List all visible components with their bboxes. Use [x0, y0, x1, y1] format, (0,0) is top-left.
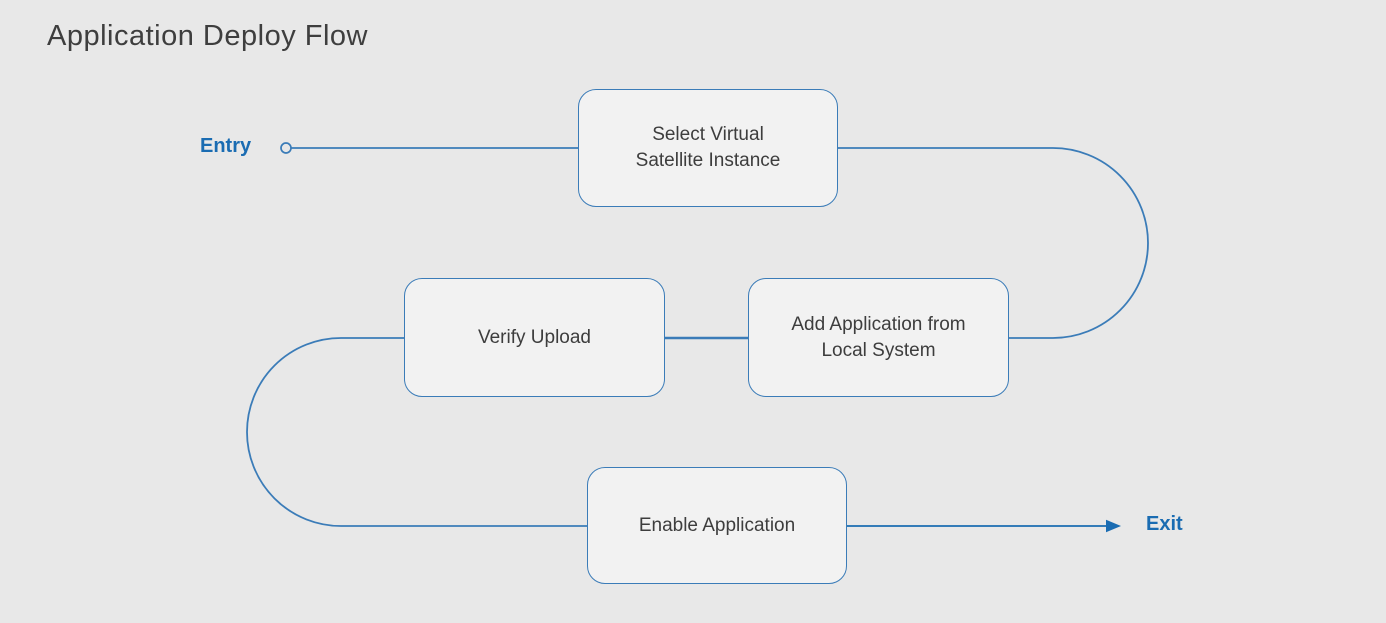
node-select-virtual-satellite-instance: Select Virtual Satellite Instance: [578, 89, 838, 207]
node-add-application-from-local-system: Add Application from Local System: [748, 278, 1009, 397]
node-label: Select Virtual Satellite Instance: [635, 124, 781, 171]
diagram-title: Application Deploy Flow: [47, 20, 368, 52]
node-label: Verify Upload: [477, 326, 591, 348]
node-verify-upload: Verify Upload: [404, 278, 665, 397]
node-enable-application: Enable Application: [587, 467, 847, 584]
exit-label: Exit: [1146, 513, 1183, 535]
entry-terminal-circle: [280, 142, 292, 154]
entry-label: Entry: [200, 135, 252, 157]
exit-arrowhead-icon: [1106, 519, 1121, 533]
node-label: Add Application from Local System: [791, 313, 966, 361]
connector-verify-to-enable: [246, 337, 587, 527]
connector-select-to-add: [838, 147, 1149, 339]
node-label: Enable Application: [638, 514, 796, 536]
